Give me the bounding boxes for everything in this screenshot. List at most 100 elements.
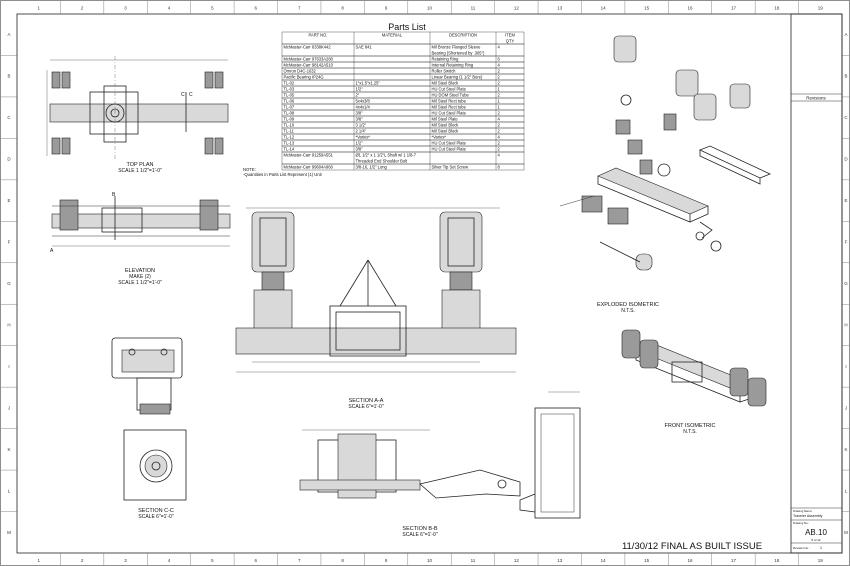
parts-cell: 1 — [498, 105, 501, 110]
revision-number: 1 — [820, 546, 822, 550]
parts-cell: 3 1/2" — [356, 123, 367, 128]
parts-header-cell: PART NO. — [309, 33, 328, 38]
parts-cell: 6 — [498, 57, 501, 62]
border-column-label: 18 — [774, 6, 780, 11]
border-row-label: F — [8, 240, 11, 245]
border-row-label: L — [8, 488, 11, 493]
parts-cell: 4 — [498, 117, 501, 122]
border-row-label: C — [844, 115, 848, 120]
border-row-label: L — [845, 488, 848, 493]
parts-cell: Mil Steel Block — [432, 81, 460, 86]
border-column-label: 1 — [37, 6, 40, 11]
note-text: -Quantities in Parts List Represent (1) … — [243, 172, 322, 177]
parts-cell: 2 — [498, 111, 501, 116]
border-column-label: 6 — [255, 6, 258, 11]
parts-cell: Threaded End Shoulder Bolt — [356, 159, 409, 164]
border-column-label: 16 — [688, 558, 694, 563]
border-column-label: 19 — [818, 6, 824, 11]
parts-cell: TL-03 — [284, 87, 295, 92]
border-row-label: C — [7, 115, 11, 120]
border-row-label: J — [845, 405, 847, 410]
parts-cell: 4 — [498, 63, 501, 68]
parts-cell: *Varies* — [432, 135, 447, 140]
border-column-label: 2 — [81, 6, 84, 11]
border-column-label: 8 — [341, 558, 344, 563]
top-plan-title: TOP PLAN — [126, 162, 153, 168]
border-column-label: 8 — [341, 6, 344, 11]
parts-cell: Roller Switch — [432, 69, 457, 74]
parts-cell: TL-13 — [284, 141, 295, 146]
parts-cell: 2 — [498, 129, 501, 134]
border-column-label: 14 — [601, 6, 607, 11]
border-row-label: I — [845, 364, 846, 369]
parts-cell: Mil Steel Block — [432, 123, 460, 128]
parts-cell: 3/8" — [356, 117, 364, 122]
parts-cell: 2 — [498, 75, 501, 80]
exploded-iso-title: EXPLODED ISOMETRIC — [597, 302, 659, 308]
parts-header-cell: MATERIAL — [382, 33, 403, 38]
border-column-label: 19 — [818, 558, 824, 563]
border-row-label: F — [845, 240, 848, 245]
revision-label: Revision No.: — [793, 546, 810, 550]
border-row-label: G — [844, 281, 848, 286]
parts-cell: 5x4x3/8 — [356, 99, 371, 104]
parts-cell: 3/8" — [356, 147, 364, 152]
parts-cell: Mil Steel Plate — [432, 117, 459, 122]
parts-cell: HU Cut Steel Plate — [432, 147, 467, 152]
border-column-label: 4 — [168, 6, 171, 11]
elevation-view: B A ELEVATION MAKE (2) SCALE 1 1/2"=1'-0… — [50, 192, 231, 286]
exploded-iso-scale: N.T.S. — [621, 308, 635, 314]
title-block: Revisions Drawing Name: Traveler Assembl… — [790, 13, 843, 554]
border-column-label: 4 — [168, 558, 171, 563]
parts-header-cell: ITEM — [505, 33, 515, 38]
border-row-label: H — [7, 322, 10, 327]
border-row-label: D — [7, 157, 11, 162]
parts-cell: 2 — [498, 147, 501, 152]
section-cc-title: SECTION C-C — [138, 508, 174, 514]
parts-cell: 2 — [498, 69, 501, 74]
parts-header-cell: QTY — [506, 39, 515, 44]
parts-cell: TL-05 — [284, 93, 295, 98]
section-aa-scale: SCALE 6"=1'-0" — [348, 404, 383, 410]
border-row-label: A — [7, 32, 10, 37]
parts-cell: 2 — [498, 123, 501, 128]
parts-cell: 2 — [498, 93, 501, 98]
front-isometric-view: FRONT ISOMETRIC N.T.S. — [621, 329, 767, 435]
parts-cell: Internal Retaining Ring — [432, 63, 474, 68]
section-c-marker-top: C — [181, 92, 185, 98]
parts-cell: 3/8" — [356, 111, 364, 116]
parts-cell: HU Cut Steel Plate — [432, 111, 467, 116]
border-column-label: 14 — [601, 558, 607, 563]
border-row-label: H — [844, 322, 847, 327]
border-column-label: 9 — [385, 558, 388, 563]
border-row-label: K — [7, 447, 10, 452]
drawing-number: AB.10 — [805, 528, 827, 537]
parts-cell: McMaster-Carr 99604A960 — [284, 165, 334, 170]
parts-cell: 4 — [498, 153, 501, 158]
border-column-label: 7 — [298, 6, 301, 11]
revisions-header: Revisions — [806, 96, 826, 101]
parts-cell: Linear Bearing (1 1/2" Bore) — [432, 75, 483, 80]
parts-cell: 1/2" — [356, 141, 364, 146]
parts-cell: TL-06 — [284, 99, 295, 104]
parts-cell: HU Cut Steel Plate — [432, 141, 467, 146]
border-column-label: 5 — [211, 6, 214, 11]
border-column-label: 12 — [514, 558, 520, 563]
parts-cell: Pacific Bearing IP24G — [284, 75, 324, 80]
border-column-label: 1 — [37, 558, 40, 563]
drawing-title: Traveler Assembly — [793, 514, 823, 518]
parts-header-cell: DESCRIPTION — [449, 33, 477, 38]
parts-cell: Retaining Ring — [432, 57, 460, 62]
front-iso-title: FRONT ISOMETRIC — [665, 423, 716, 429]
parts-cell: TL-14 — [284, 147, 295, 152]
parts-cell: 8 — [498, 165, 501, 170]
border-row-label: M — [844, 530, 848, 535]
parts-cell: 1 — [498, 87, 501, 92]
parts-cell: SAE 841 — [356, 45, 373, 50]
border-row-label: M — [7, 530, 11, 535]
border-row-label: E — [844, 198, 847, 203]
parts-cell: 1/2" — [356, 87, 364, 92]
